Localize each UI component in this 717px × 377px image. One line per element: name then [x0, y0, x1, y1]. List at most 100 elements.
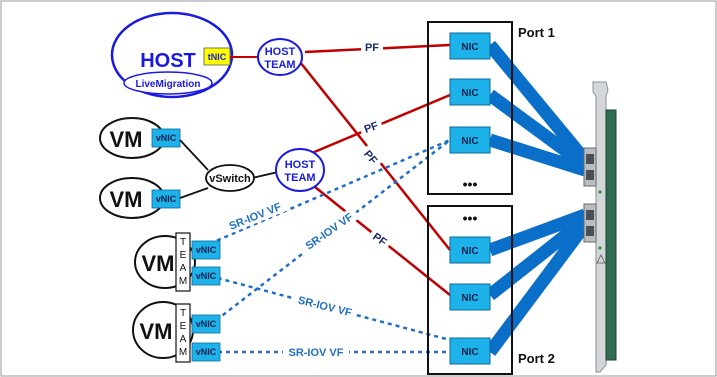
vm-label: VM: [142, 251, 175, 276]
port2-box: [427, 205, 513, 375]
vm-3: VM T E A M vNIC vNIC: [134, 232, 221, 292]
team-letter: M: [179, 347, 187, 358]
warning-triangle-icon: [596, 254, 606, 264]
team-letter: A: [180, 334, 187, 345]
bundle-line: [485, 214, 590, 301]
host-team-mid: HOST TEAM: [275, 148, 325, 192]
bundle-line: [487, 208, 588, 257]
team-letter: E: [180, 321, 187, 332]
host-team-line2: TEAM: [264, 59, 295, 71]
bundle-line: [484, 221, 591, 356]
host-title: HOST: [140, 50, 196, 72]
label-bg: [361, 40, 383, 54]
sriov-link: [209, 139, 451, 326]
led: [598, 190, 602, 194]
label-bg: [358, 144, 384, 170]
label-bg: [283, 345, 349, 359]
network-card-icon: [583, 81, 617, 373]
host-team-line1: HOST: [265, 46, 296, 58]
vnic-label: vNIC: [156, 133, 177, 143]
sriov-label: SR-IOV VF: [297, 294, 354, 319]
bundle-line: [486, 89, 589, 171]
nic-label: NIC: [461, 136, 478, 147]
port-bundles: [484, 40, 591, 356]
label-bg: [291, 291, 359, 321]
team-letter: T: [180, 237, 186, 248]
nic-box: [449, 78, 491, 106]
vnic-box: [151, 189, 181, 209]
port-cage: [583, 147, 597, 187]
card-pcb: [605, 109, 617, 361]
port-hole: [586, 210, 594, 220]
nic-label: NIC: [461, 293, 478, 304]
vm-1: VM vNIC: [99, 117, 181, 159]
vnic-box: [151, 128, 181, 148]
port1-ellipsis: •••: [463, 176, 478, 192]
vm-2: VM vNIC: [99, 177, 181, 219]
nic-box: [449, 283, 491, 311]
nic-label: NIC: [461, 42, 478, 53]
port-hole: [586, 154, 594, 164]
sriov-label: SR-IOV VF: [304, 211, 356, 253]
nic-label: NIC: [461, 88, 478, 99]
vnic-box: [191, 342, 221, 362]
pf-label: PF: [365, 42, 379, 54]
label-bg: [366, 226, 394, 252]
nic-box: [449, 337, 491, 365]
vm-label: VM: [110, 187, 143, 212]
vnic-label: vNIC: [196, 319, 217, 329]
vnic-box: [191, 240, 221, 260]
host-team-line1: HOST: [285, 159, 316, 171]
vnic-label: vNIC: [196, 245, 217, 255]
port-hole: [586, 226, 594, 236]
vswitch-link: [251, 171, 279, 179]
link-labels: PF PF PF PF SR-IOV VF SR-IOV VF SR-IOV V…: [221, 40, 394, 359]
team-letter: M: [179, 276, 187, 287]
tnic-label: tNIC: [208, 52, 227, 62]
host-team-top: HOST TEAM: [257, 38, 303, 76]
label-bg: [297, 206, 361, 256]
vnic-label: vNIC: [196, 271, 217, 281]
led: [598, 246, 602, 250]
vnic-label: vNIC: [156, 194, 177, 204]
vswitch-link: [179, 139, 209, 171]
port1-box: [427, 21, 513, 195]
vswitch: vSwitch: [205, 164, 255, 192]
vnic-box: [191, 266, 221, 286]
vnic-label: vNIC: [196, 347, 217, 357]
port-cage: [583, 203, 597, 243]
vswitch-ellipse: [205, 164, 255, 192]
vm-4: VM T E A M vNIC vNIC: [132, 301, 221, 363]
label-bg: [221, 197, 289, 235]
sriov-link: [209, 274, 451, 342]
nic-label: NIC: [461, 347, 478, 358]
label-bg: [358, 116, 384, 138]
team-letter: T: [180, 308, 186, 319]
nic-box: [449, 32, 491, 60]
live-migration-label: LiveMigration: [135, 79, 200, 90]
vswitch-links: [179, 139, 279, 199]
vswitch-link: [179, 187, 209, 199]
team-bar: [175, 232, 191, 292]
sriov-label: SR-IOV VF: [288, 347, 343, 359]
bundle-line: [484, 40, 591, 165]
nic-label: NIC: [461, 246, 478, 257]
live-migration-ellipse: [123, 71, 213, 95]
port-hole: [586, 170, 594, 180]
host-node: HOST LiveMigration tNIC: [110, 11, 234, 99]
host-team-ellipse: [275, 148, 325, 192]
vswitch-label: vSwitch: [209, 173, 251, 185]
port2-label: Port 2: [518, 351, 555, 366]
host-team-ellipse: [257, 38, 303, 76]
card-bracket: [592, 81, 609, 373]
port1-label: Port 1: [518, 25, 555, 40]
vm-label: VM: [140, 319, 173, 344]
host-team-line2: TEAM: [284, 172, 315, 184]
nic-boxes: NIC NIC NIC NIC NIC NIC: [449, 32, 491, 365]
vnic-box: [191, 314, 221, 334]
nic-box: [449, 126, 491, 154]
team-letter: E: [180, 250, 187, 261]
port2-ellipsis: •••: [463, 210, 478, 226]
